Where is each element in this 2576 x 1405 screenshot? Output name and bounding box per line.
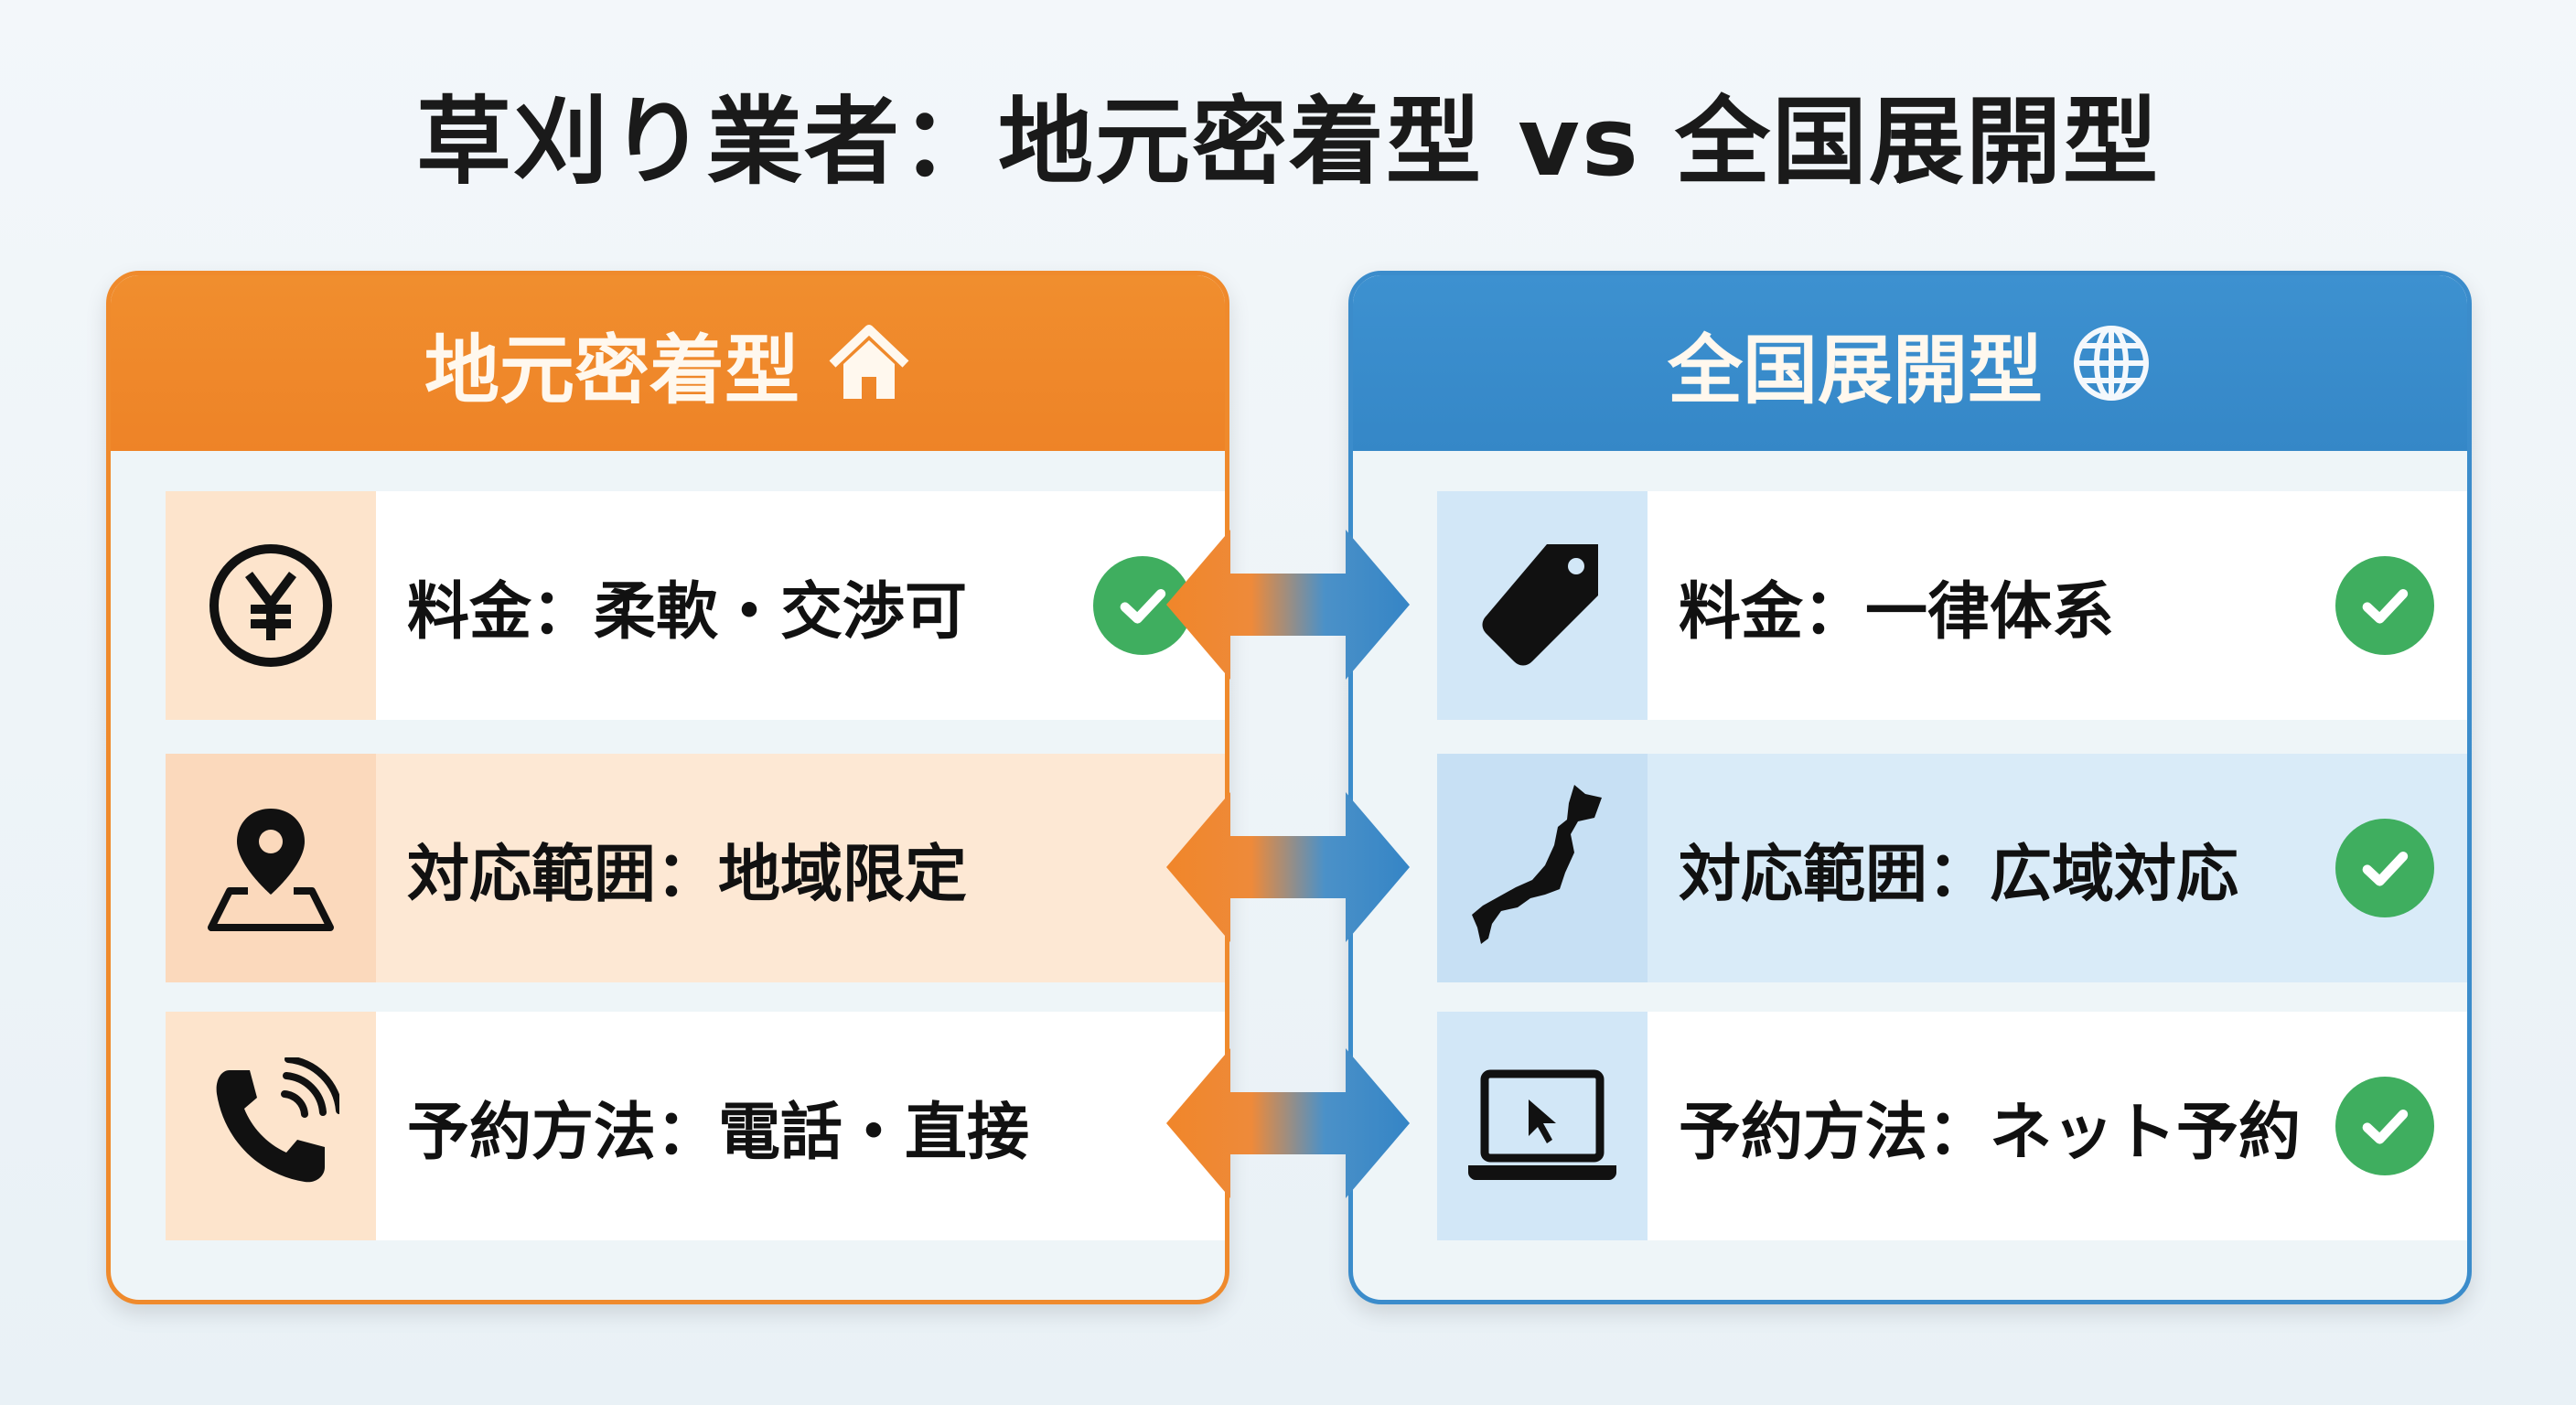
row-text: 対応範囲：地域限定 (407, 838, 968, 911)
phone-icon (216, 1057, 339, 1183)
home-icon (829, 325, 909, 399)
national-row-area: 対応範囲：広域対応 (1437, 754, 2467, 982)
compare-arrow-area (1166, 792, 1410, 942)
row-text: 対応範囲：広域対応 (1679, 838, 2239, 911)
local-panel-title: 地元密着型 (424, 327, 800, 414)
row-text: 料金：一律体系 (1679, 575, 2115, 649)
national-row-price: 料金：一律体系 (1437, 491, 2467, 720)
japan-map-icon (1472, 785, 1602, 944)
compare-arrow-booking (1166, 1048, 1410, 1198)
national-panel-title: 全国展開型 (1667, 327, 2043, 414)
local-row-booking: 予約方法：電話・直接 (166, 1012, 1225, 1240)
map-pin-icon (208, 809, 334, 931)
check-icon (2335, 1077, 2434, 1175)
row-text: 予約方法：電話・直接 (407, 1096, 1030, 1169)
local-row-price: 料金：柔軟・交渉可 (166, 491, 1225, 720)
compare-arrow-price (1166, 530, 1410, 680)
globe-icon (2074, 326, 2149, 401)
page-title: 草刈り業者：地元密着型 vs 全国展開型 (415, 86, 2161, 198)
check-icon (2335, 556, 2434, 655)
laptop-icon (1468, 1069, 1616, 1180)
row-text: 予約方法：ネット予約 (1679, 1096, 2302, 1169)
local-row-area: 対応範囲：地域限定 (166, 754, 1225, 982)
national-panel: 全国展開型 料金：一律体系 対応範囲：広域対応 予約方法：ネット予約 (1348, 271, 2472, 1304)
local-panel-header: 地元密着型 (111, 275, 1225, 451)
national-row-booking: 予約方法：ネット予約 (1437, 1012, 2467, 1240)
yen-icon (209, 544, 332, 667)
national-panel-header: 全国展開型 (1353, 275, 2467, 451)
row-text: 料金：柔軟・交渉可 (407, 575, 968, 649)
price-tag-icon (1482, 544, 1598, 666)
check-icon (2335, 819, 2434, 917)
local-panel: 地元密着型 料金：柔軟・交渉可 対応範囲：地域限定 予約方法：電話・直接 (106, 271, 1229, 1304)
